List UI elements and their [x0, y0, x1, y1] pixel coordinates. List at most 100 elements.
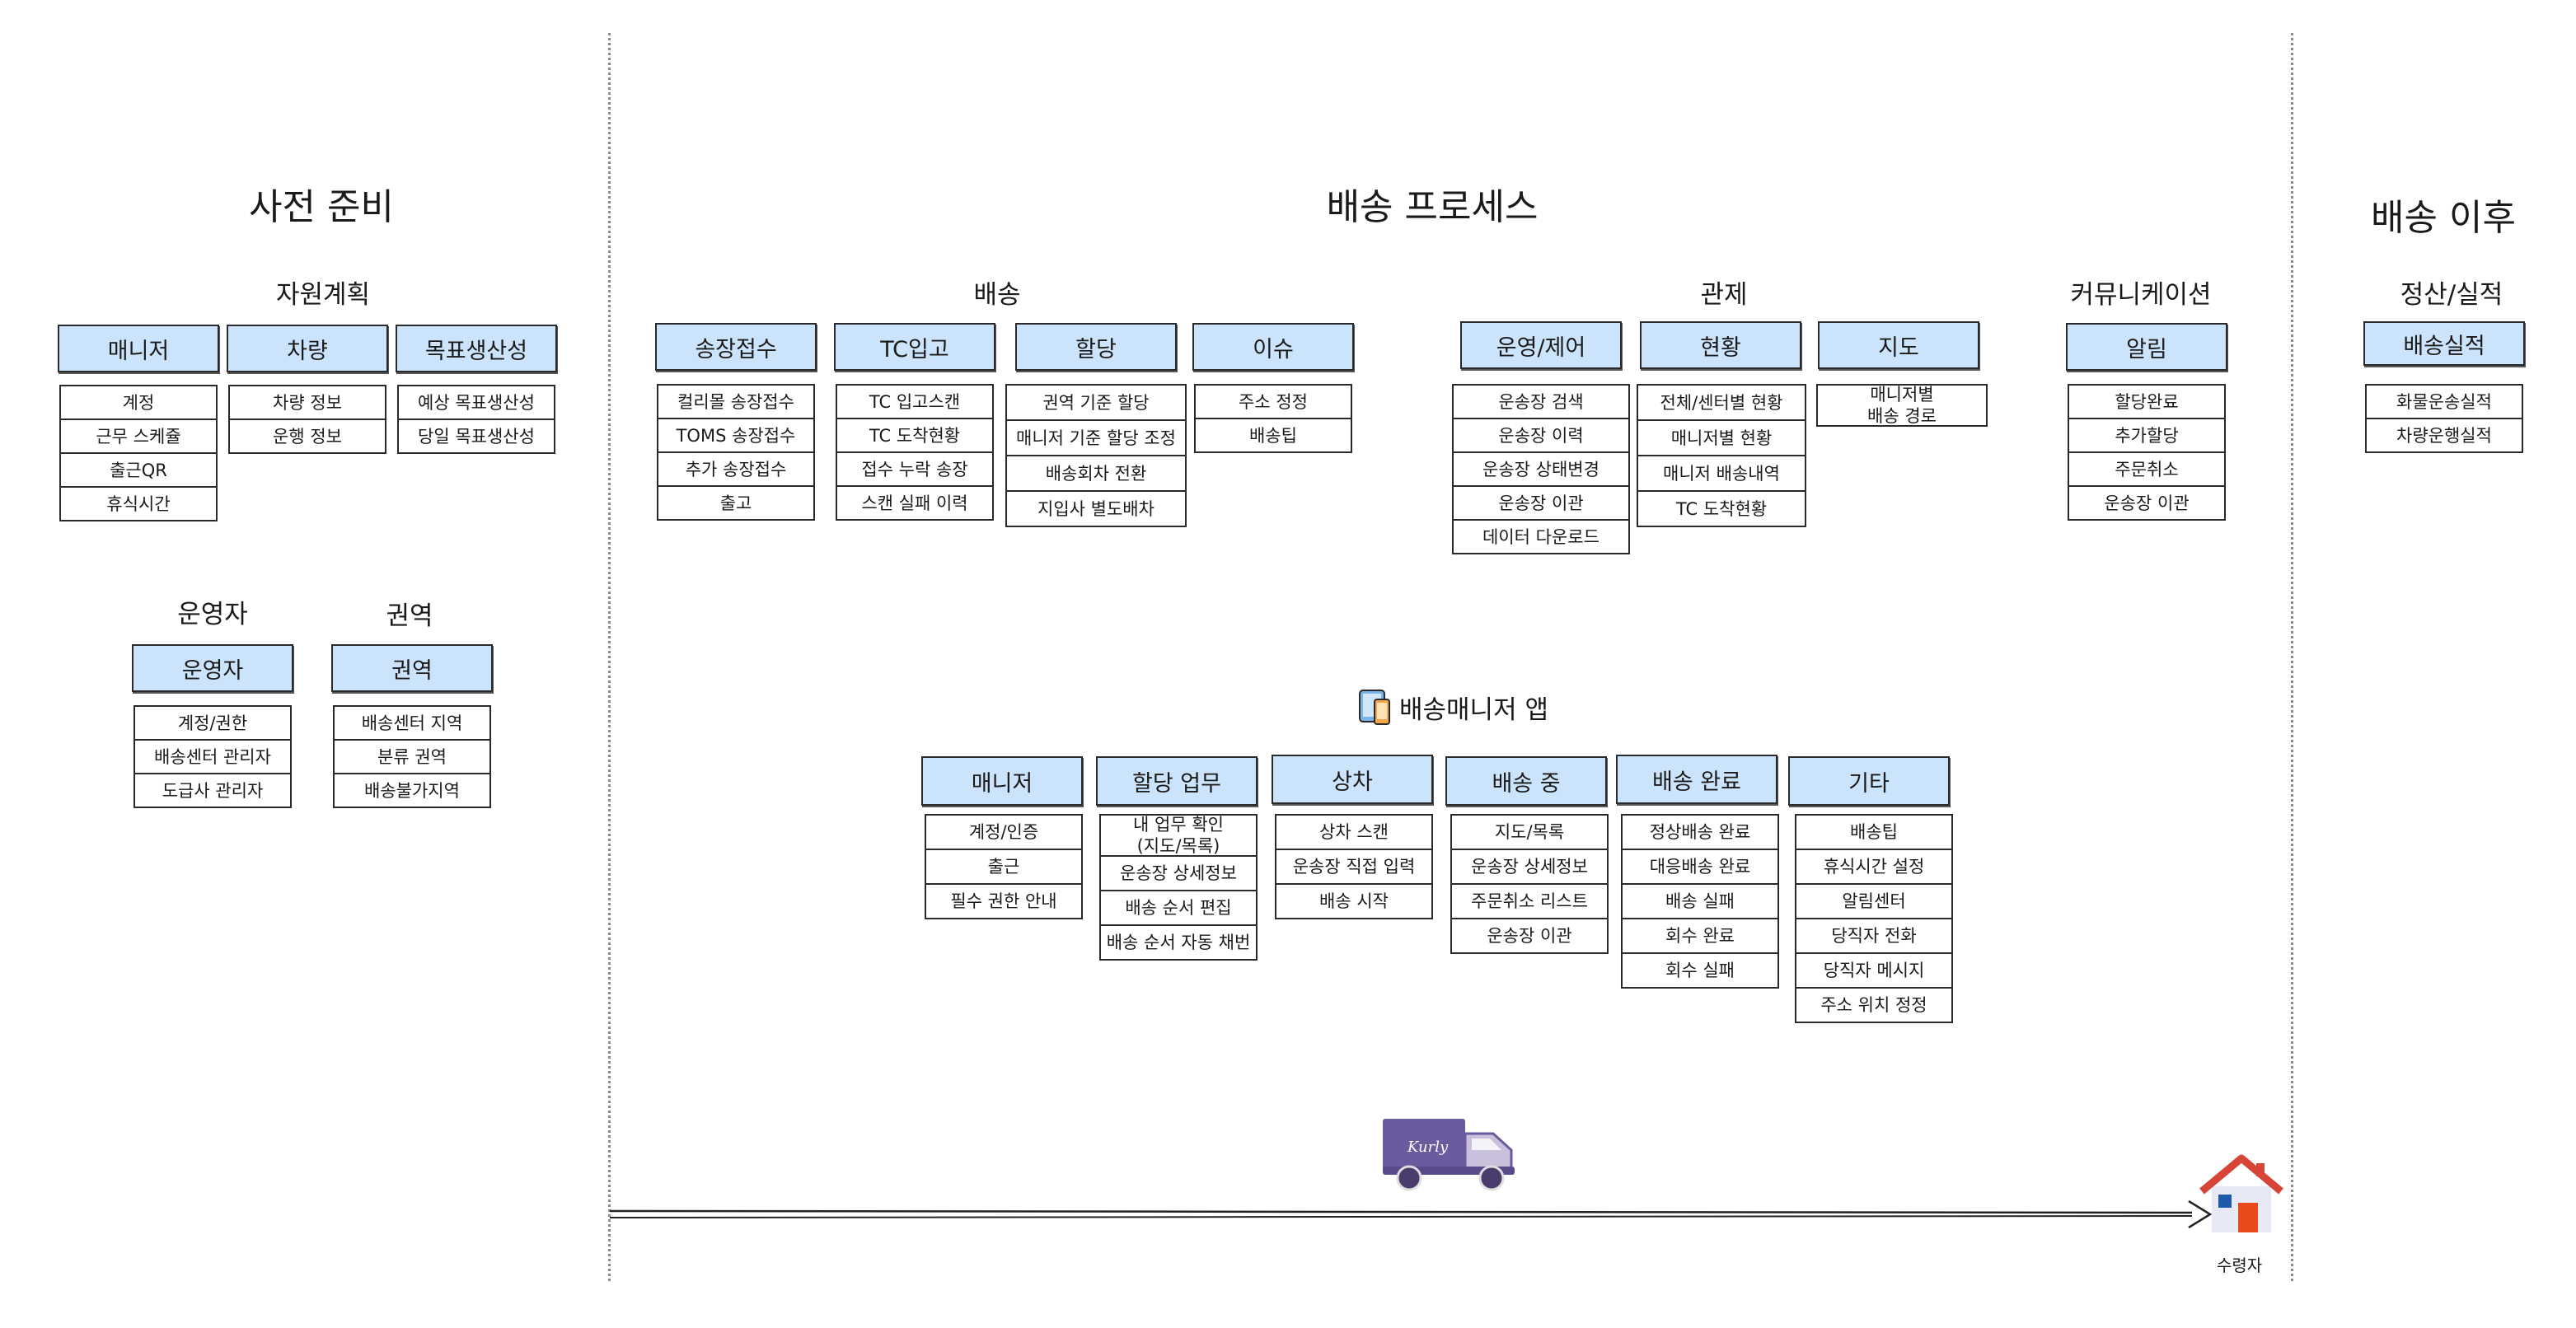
- box-item: 운송장 이력: [1452, 418, 1630, 453]
- box-item: 차량 정보: [228, 385, 386, 420]
- box-item: 매니저별 현황: [1637, 419, 1806, 456]
- box-item: 출고: [657, 485, 815, 521]
- box-header-perf: 배송실적: [2363, 321, 2525, 366]
- box-item: 배송불가지역: [333, 773, 491, 808]
- box-item: 배송팁: [1795, 814, 1953, 850]
- box-item: 예상 목표생산성: [397, 385, 555, 420]
- box-item: 상차 스캔: [1275, 814, 1433, 850]
- box-item: 당직자 메시지: [1795, 952, 1953, 989]
- box-item: 운송장 직접 입력: [1275, 849, 1433, 885]
- group-title-control: 관제: [1700, 280, 1748, 310]
- recipient-label: 수령자: [2217, 1256, 2263, 1275]
- box-header-notify: 알림: [2066, 323, 2227, 371]
- box-header-assign: 할당: [1015, 323, 1177, 371]
- box-header-issue: 이슈: [1192, 323, 1354, 371]
- box-header-region: 권역: [331, 644, 493, 692]
- section-title-prep: 사전 준비: [249, 186, 394, 228]
- box-header-tc: TC입고: [834, 323, 995, 371]
- box-header-operator: 운영자: [132, 644, 293, 692]
- box-item: 배송팁: [1194, 418, 1352, 453]
- box-item: 매니저별 배송 경로: [1816, 384, 1988, 427]
- box-header-app-assign: 할당 업무: [1096, 756, 1258, 806]
- box-header-app-loading: 상차: [1272, 755, 1433, 804]
- box-cells-map: 매니저별 배송 경로: [1816, 384, 1988, 427]
- box-item: TC 입고스캔: [836, 384, 994, 419]
- box-item: 운송장 검색: [1452, 384, 1630, 419]
- box-item: 운송장 상세정보: [1450, 849, 1609, 885]
- box-header-status: 현황: [1640, 321, 1801, 369]
- box-item: 주문취소: [2068, 451, 2226, 487]
- box-item: 배송회차 전환: [1005, 455, 1187, 492]
- section-title-process: 배송 프로세스: [1326, 186, 1539, 228]
- box-item: 회수 완료: [1621, 918, 1779, 954]
- box-item: 주문취소 리스트: [1450, 883, 1609, 919]
- box-item: 계정: [59, 385, 218, 420]
- divider-left: [608, 33, 611, 1281]
- box-item: 알림센터: [1795, 883, 1953, 919]
- box-item: 매니저 배송내역: [1637, 455, 1806, 492]
- box-item: 당직자 전화: [1795, 918, 1953, 954]
- box-item: 운행 정보: [228, 419, 386, 454]
- box-item: 계정/권한: [133, 705, 292, 741]
- box-item: 접수 누락 송장: [836, 451, 994, 487]
- box-item: 출근QR: [59, 452, 218, 488]
- arrow-right-icon: [609, 1198, 2299, 1231]
- box-header-map: 지도: [1818, 321, 1979, 369]
- group-title-communication: 커뮤니케이션: [2070, 280, 2212, 310]
- box-item: 정상배송 완료: [1621, 814, 1779, 850]
- box-item: 필수 권한 안내: [925, 883, 1083, 919]
- box-item: 배송 시작: [1275, 883, 1433, 919]
- box-item: 지도/목록: [1450, 814, 1609, 850]
- phone-tablet-icon: [1358, 688, 1393, 726]
- box-header-vehicle: 차량: [227, 325, 388, 372]
- box-item: 컬리몰 송장접수: [657, 384, 815, 419]
- box-item: 근무 스케쥴: [59, 419, 218, 454]
- app-title-label: 배송매니저 앱: [1399, 694, 1548, 725]
- box-item: TC 도착현황: [1637, 490, 1806, 527]
- box-item: 지입사 별도배차: [1005, 490, 1187, 527]
- box-header-app-delivering: 배송 중: [1445, 756, 1607, 806]
- box-item: 전체/센터별 현황: [1637, 384, 1806, 421]
- box-item: 휴식시간: [59, 486, 218, 521]
- box-item: 운송장 이관: [1450, 918, 1609, 954]
- box-header-app-done: 배송 완료: [1616, 755, 1777, 804]
- box-item: 차량운행실적: [2365, 418, 2523, 453]
- box-item: 내 업무 확인 (지도/목록): [1099, 814, 1258, 857]
- box-item: 배송 실패: [1621, 883, 1779, 919]
- box-item: 주소 위치 정정: [1795, 987, 1953, 1023]
- box-header-app-etc: 기타: [1788, 756, 1950, 806]
- box-item: 배송센터 지역: [333, 705, 491, 741]
- box-item: 운송장 이관: [1452, 485, 1630, 521]
- box-item: TC 도착현황: [836, 418, 994, 453]
- box-item: 매니저 기준 할당 조정: [1005, 419, 1187, 456]
- box-item: 스캔 실패 이력: [836, 485, 994, 521]
- box-item: 추가 송장접수: [657, 451, 815, 487]
- box-item: 추가할당: [2068, 418, 2226, 453]
- box-item: TOMS 송장접수: [657, 418, 815, 453]
- box-item: 배송센터 관리자: [133, 739, 292, 774]
- box-item: 출근: [925, 849, 1083, 885]
- box-item: 배송 순서 자동 채번: [1099, 924, 1258, 961]
- box-header-app-manager: 매니저: [921, 756, 1083, 806]
- box-header-invoice: 송장접수: [655, 323, 817, 371]
- box-header-manager: 매니저: [58, 325, 219, 372]
- box-item: 데이터 다운로드: [1452, 519, 1630, 554]
- box-item: 운송장 이관: [2068, 485, 2226, 521]
- box-item: 도급사 관리자: [133, 773, 292, 808]
- house-icon: [2199, 1152, 2284, 1234]
